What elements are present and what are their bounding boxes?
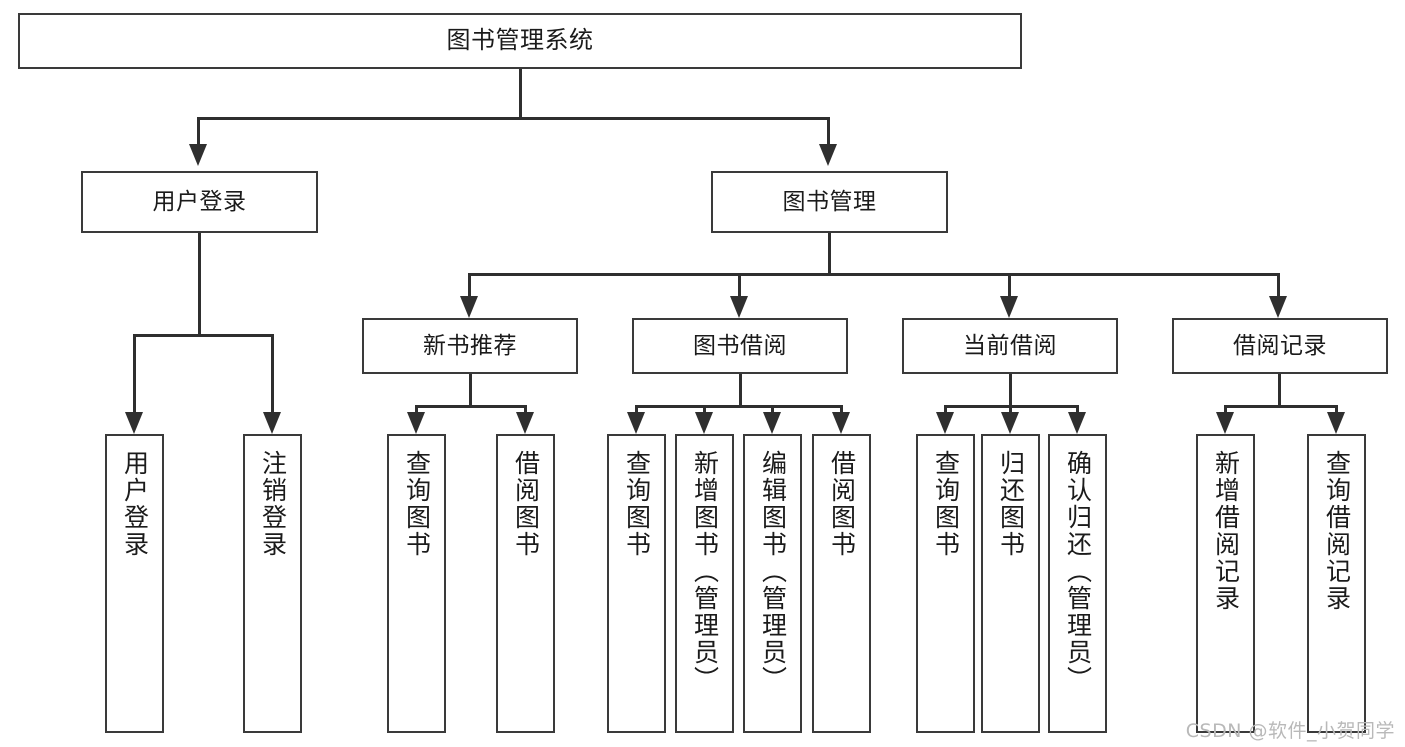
arrowhead-to-borrow-record bbox=[1269, 296, 1287, 318]
leaf-current-borrow-confirm-return[interactable]: 确认归还（管理员） bbox=[1048, 434, 1107, 733]
node-current-borrow[interactable]: 当前借阅 bbox=[902, 318, 1118, 374]
leaf-current-borrow-return-book[interactable]: 归还图书 bbox=[981, 434, 1040, 733]
arrowhead-current-borrow-leaf-2 bbox=[1001, 412, 1019, 434]
csdn-watermark: CSDN @软件_小贺同学 bbox=[1185, 720, 1395, 742]
leaf-new-book-query-book[interactable]: 查询图书 bbox=[387, 434, 446, 733]
node-label: 注销登录 bbox=[258, 450, 288, 558]
arrowhead-borrow-record-leaf-1 bbox=[1216, 412, 1234, 434]
node-user-login[interactable]: 用户登录 bbox=[81, 171, 318, 233]
node-label: 确认归还（管理员） bbox=[1063, 450, 1093, 693]
leaf-new-book-borrow-book[interactable]: 借阅图书 bbox=[496, 434, 555, 733]
connector-book-management-stem bbox=[828, 233, 831, 273]
node-label: 新增借阅记录 bbox=[1211, 450, 1241, 612]
connector-borrow-record-stem bbox=[1278, 374, 1281, 405]
node-label: 新书推荐 bbox=[423, 332, 517, 359]
node-label: 查询图书 bbox=[402, 450, 432, 558]
leaf-borrow-record-query-record[interactable]: 查询借阅记录 bbox=[1307, 434, 1366, 733]
node-book-management[interactable]: 图书管理 bbox=[711, 171, 948, 233]
connector-borrow-record-leaf-1 bbox=[1224, 405, 1227, 415]
node-borrow-record[interactable]: 借阅记录 bbox=[1172, 318, 1388, 374]
connector-borrow-record-leaf-2 bbox=[1335, 405, 1338, 415]
connector-root-to-user-login bbox=[197, 117, 200, 144]
arrowhead-to-new-book-recommend bbox=[460, 296, 478, 318]
node-new-book-recommend[interactable]: 新书推荐 bbox=[362, 318, 578, 374]
leaf-current-borrow-query-book[interactable]: 查询图书 bbox=[916, 434, 975, 733]
node-label: 图书借阅 bbox=[693, 332, 787, 359]
arrowhead-new-book-leaf-1 bbox=[407, 412, 425, 434]
connector-current-borrow-leaf-1 bbox=[944, 405, 947, 415]
connector-root-to-book-management bbox=[827, 117, 830, 144]
connector-new-book-leaf-2 bbox=[524, 405, 527, 415]
connector-user-login-leaf-1 bbox=[133, 334, 136, 412]
connector-current-borrow-stem bbox=[1009, 374, 1012, 405]
connector-book-management-to-book-borrow bbox=[738, 273, 741, 296]
connector-new-book-leaf-1 bbox=[415, 405, 418, 415]
arrowhead-to-user-login bbox=[189, 144, 207, 166]
node-label: 查询图书 bbox=[931, 450, 961, 558]
node-book-management-system[interactable]: 图书管理系统 bbox=[18, 13, 1022, 69]
connector-book-management-to-borrow-record bbox=[1277, 273, 1280, 296]
connector-user-login-stem bbox=[198, 233, 201, 334]
arrowhead-borrow-record-leaf-2 bbox=[1327, 412, 1345, 434]
node-label: 图书管理 bbox=[782, 188, 877, 215]
connector-current-borrow-leaf-3 bbox=[1076, 405, 1079, 415]
leaf-book-borrow-edit-book[interactable]: 编辑图书（管理员） bbox=[743, 434, 802, 733]
leaf-book-borrow-borrow-book[interactable]: 借阅图书 bbox=[812, 434, 871, 733]
arrowhead-user-login-leaf-1 bbox=[125, 412, 143, 434]
node-book-borrow[interactable]: 图书借阅 bbox=[632, 318, 848, 374]
node-label: 借阅图书 bbox=[511, 450, 541, 558]
connector-new-book-stem bbox=[469, 374, 472, 405]
node-label: 用户登录 bbox=[120, 450, 150, 558]
arrowhead-to-book-management bbox=[819, 144, 837, 166]
arrowhead-current-borrow-leaf-1 bbox=[936, 412, 954, 434]
connector-root-bar bbox=[197, 117, 830, 120]
connector-book-borrow-stem bbox=[739, 374, 742, 405]
connector-user-login-leaf-2 bbox=[271, 334, 274, 412]
connector-book-borrow-leaf-2 bbox=[703, 405, 706, 415]
arrowhead-book-borrow-leaf-3 bbox=[763, 412, 781, 434]
node-label: 新增图书（管理员） bbox=[690, 450, 720, 693]
arrowhead-to-book-borrow bbox=[730, 296, 748, 318]
arrowhead-book-borrow-leaf-2 bbox=[695, 412, 713, 434]
connector-book-management-to-new-book bbox=[468, 273, 471, 296]
node-label: 查询借阅记录 bbox=[1322, 450, 1352, 612]
connector-root-stem bbox=[519, 69, 522, 117]
arrowhead-current-borrow-leaf-3 bbox=[1068, 412, 1086, 434]
connector-book-borrow-bar bbox=[635, 405, 843, 408]
leaf-borrow-record-add-record[interactable]: 新增借阅记录 bbox=[1196, 434, 1255, 733]
arrowhead-to-current-borrow bbox=[1000, 296, 1018, 318]
connector-book-management-bar bbox=[468, 273, 1280, 276]
node-label: 归还图书 bbox=[996, 450, 1026, 558]
connector-book-borrow-leaf-3 bbox=[771, 405, 774, 415]
node-label: 借阅记录 bbox=[1233, 332, 1327, 359]
node-label: 用户登录 bbox=[152, 188, 247, 215]
leaf-user-login-login[interactable]: 用户登录 bbox=[105, 434, 164, 733]
connector-current-borrow-leaf-2 bbox=[1009, 405, 1012, 415]
arrowhead-book-borrow-leaf-4 bbox=[832, 412, 850, 434]
leaf-user-login-logout[interactable]: 注销登录 bbox=[243, 434, 302, 733]
connector-new-book-bar bbox=[415, 405, 527, 408]
node-label: 编辑图书（管理员） bbox=[758, 450, 788, 693]
connector-book-borrow-leaf-4 bbox=[840, 405, 843, 415]
arrowhead-book-borrow-leaf-1 bbox=[627, 412, 645, 434]
connector-book-borrow-leaf-1 bbox=[635, 405, 638, 415]
connector-user-login-bar bbox=[133, 334, 274, 337]
leaf-book-borrow-add-book[interactable]: 新增图书（管理员） bbox=[675, 434, 734, 733]
node-label: 当前借阅 bbox=[963, 332, 1057, 359]
arrowhead-user-login-leaf-2 bbox=[263, 412, 281, 434]
node-label: 查询图书 bbox=[622, 450, 652, 558]
connector-borrow-record-bar bbox=[1224, 405, 1338, 408]
leaf-book-borrow-query-book[interactable]: 查询图书 bbox=[607, 434, 666, 733]
node-label: 图书管理系统 bbox=[446, 26, 594, 55]
connector-book-management-to-current-borrow bbox=[1008, 273, 1011, 296]
node-label: 借阅图书 bbox=[827, 450, 857, 558]
arrowhead-new-book-leaf-2 bbox=[516, 412, 534, 434]
